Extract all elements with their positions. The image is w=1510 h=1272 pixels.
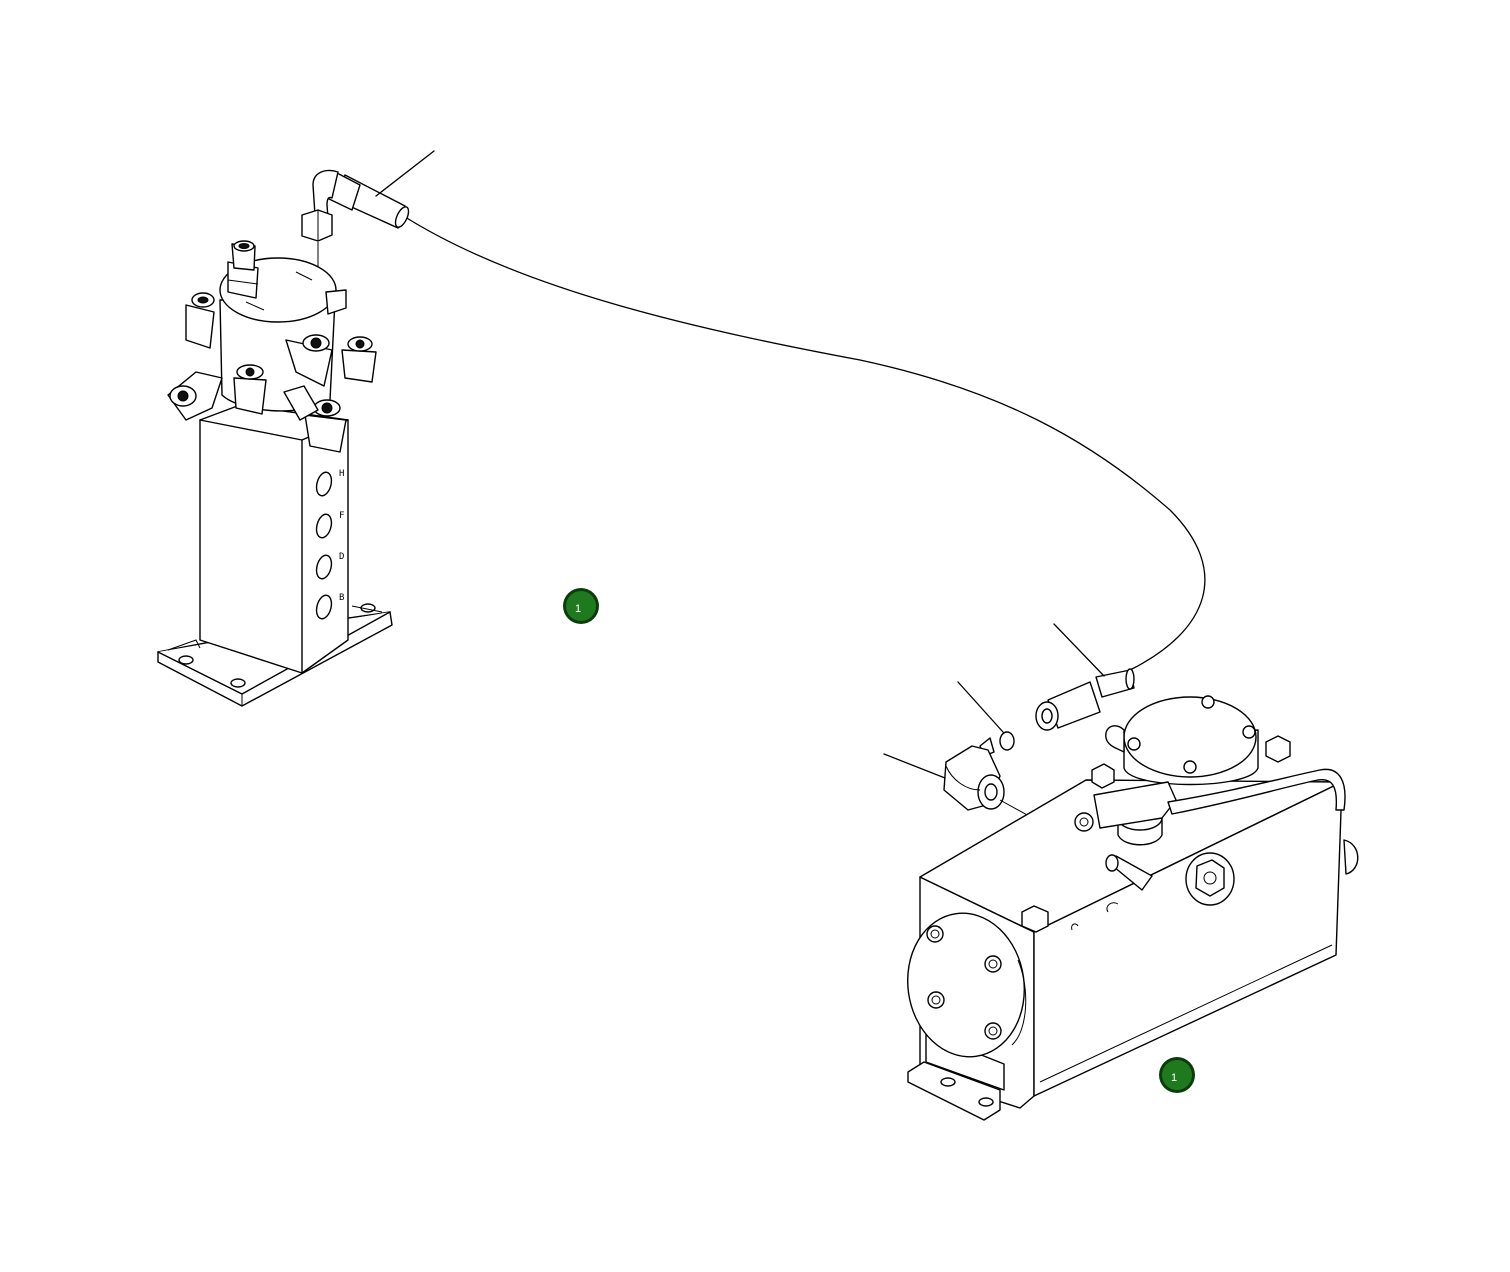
leader-line-o-ring: [957, 681, 1004, 733]
breather-cap: [1074, 781, 1177, 846]
filter-housing: [1105, 695, 1259, 786]
port-label-f: F: [339, 511, 344, 521]
leader-line-upper-hose: [375, 150, 435, 197]
port-label-d: D: [339, 552, 344, 562]
cover-bolts: [926, 925, 1002, 1040]
hotspot-tank-label: 1: [1171, 1072, 1177, 1084]
right-side-fittings: [283, 289, 377, 453]
port-label-b: B: [339, 593, 344, 603]
left-side-fittings: [167, 292, 267, 421]
hydraulic-tank-assembly: [906, 695, 1359, 1121]
top-fitting: [227, 240, 259, 299]
leader-line-elbow: [883, 753, 946, 779]
lower-hose-fitting: [1035, 668, 1135, 731]
hydraulic-hose: [401, 214, 1206, 671]
upper-hose-fitting: [301, 169, 410, 268]
hotspot-tank[interactable]: 1: [1159, 1057, 1195, 1093]
sight-gauge: [1185, 852, 1235, 906]
port-label-h: H: [339, 469, 344, 479]
leader-line-lower-hose: [1053, 623, 1105, 677]
hotspot-valve-block[interactable]: 1: [563, 588, 599, 624]
valve-block-assembly: H F D B: [157, 240, 393, 707]
elbow-adapter: [943, 745, 1005, 811]
hotspot-valve-block-label: 1: [575, 603, 581, 615]
